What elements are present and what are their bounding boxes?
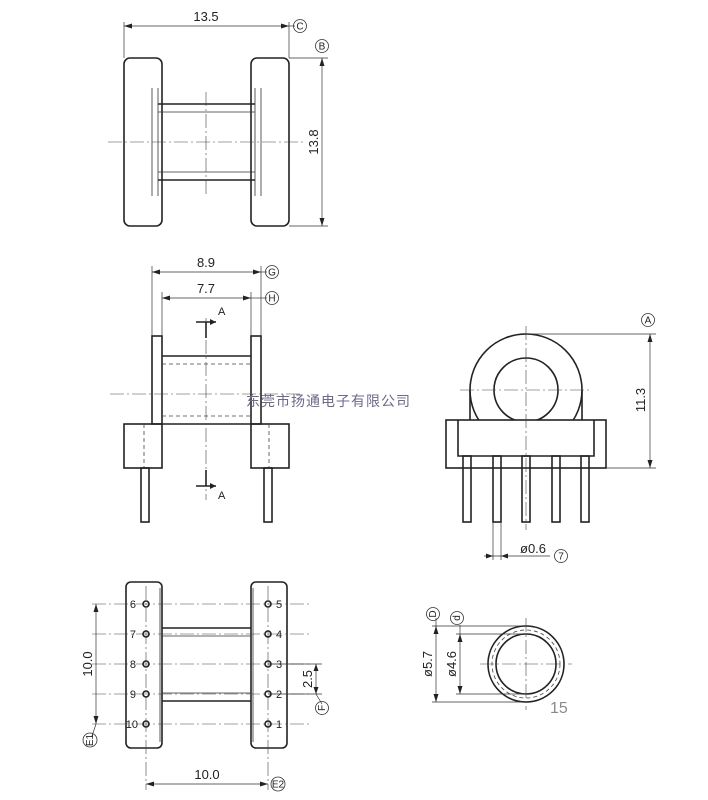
callout-bottom-col-span: E1 bbox=[85, 733, 96, 746]
dim-side-height: 11.3 bbox=[633, 388, 648, 412]
callout-tube-outer: D bbox=[428, 610, 439, 617]
callout-tube-inner: d bbox=[452, 615, 463, 621]
dim-bottom-row-span: 10.0 bbox=[194, 767, 219, 782]
bottom-view: 6 7 8 9 10 5 4 3 2 1 10.0 E1 10.0 bbox=[80, 581, 329, 792]
callout-side-height: A bbox=[645, 316, 652, 327]
dim-tube-inner: ø4.6 bbox=[444, 651, 459, 677]
pin-label-3: 3 bbox=[276, 659, 282, 671]
callout-pin-pitch: F bbox=[317, 705, 328, 711]
watermark-company: 东莞市扬通电子有限公司 bbox=[246, 393, 411, 410]
pin-label-9: 9 bbox=[130, 689, 136, 701]
dim-front-outer: 8.9 bbox=[197, 255, 215, 270]
dim-front-inner: 7.7 bbox=[197, 281, 215, 296]
top-view: 13.5 C 13.8 B bbox=[108, 9, 329, 227]
page-number: 15 bbox=[550, 700, 568, 717]
callout-bottom-row-span: E2 bbox=[272, 780, 285, 791]
callout-top-height: B bbox=[319, 42, 326, 53]
pin-label-4: 4 bbox=[276, 629, 282, 641]
pin-label-2: 2 bbox=[276, 689, 282, 701]
callout-pin-diameter: 7 bbox=[558, 552, 564, 563]
dim-pin-diameter: ø0.6 bbox=[520, 541, 546, 556]
dim-bottom-col-span: 10.0 bbox=[80, 651, 95, 676]
pin-label-5: 5 bbox=[276, 599, 282, 611]
pin-label-7: 7 bbox=[130, 629, 136, 641]
side-view: 11.3 A ø0.6 7 bbox=[445, 313, 656, 563]
section-mark-upper: A bbox=[218, 306, 226, 318]
pins-left: 6 7 8 9 10 bbox=[126, 599, 150, 731]
dim-top-height: 13.8 bbox=[306, 129, 321, 154]
pin-label-6: 6 bbox=[130, 599, 136, 611]
callout-top-width: C bbox=[296, 22, 303, 33]
pin-label-8: 8 bbox=[130, 659, 136, 671]
section-mark-lower: A bbox=[218, 490, 226, 502]
tube-section-view: ø5.7 D ø4.6 d bbox=[420, 607, 572, 710]
pin-label-1: 1 bbox=[276, 719, 282, 731]
dim-tube-outer: ø5.7 bbox=[420, 651, 435, 677]
callout-front-inner: H bbox=[268, 294, 275, 305]
front-view: A A 8.9 G 7.7 H bbox=[110, 255, 302, 523]
dim-top-width: 13.5 bbox=[193, 9, 218, 24]
pin-label-10: 10 bbox=[126, 719, 138, 731]
pins-right: 5 4 3 2 1 bbox=[264, 599, 282, 731]
dim-pin-pitch: 2.5 bbox=[300, 670, 315, 688]
callout-front-outer: G bbox=[268, 268, 276, 279]
